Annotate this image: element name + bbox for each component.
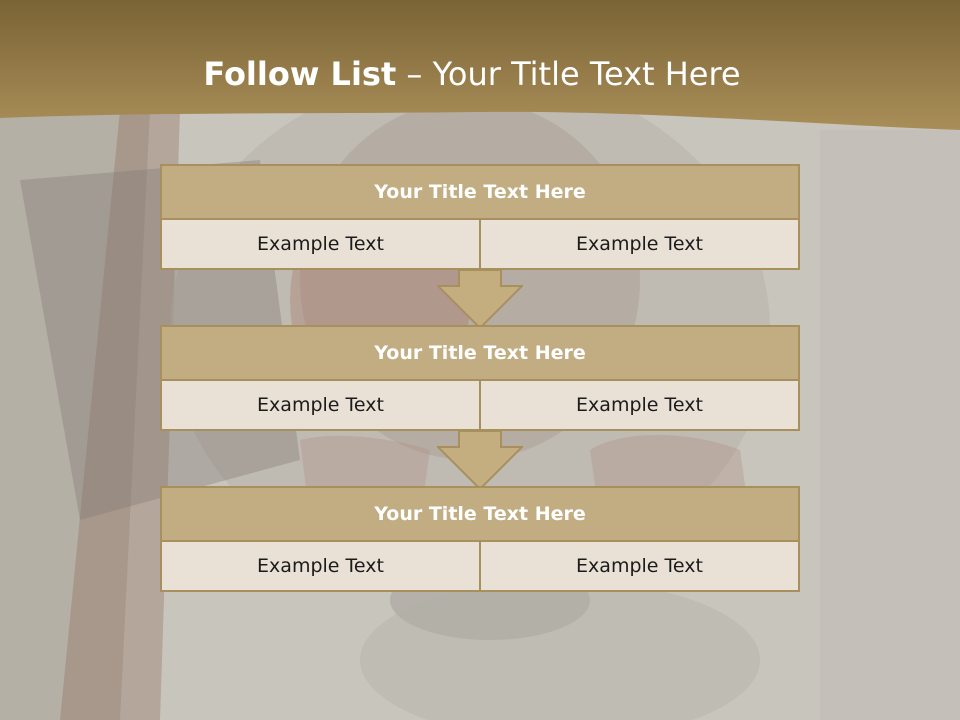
list-block-3: Your Title Text Here Example Text Exampl… [160,486,800,592]
block-row: Example Text Example Text [160,381,800,431]
block-cell-left: Example Text [160,542,481,592]
down-arrow-icon [437,270,523,330]
list-block-1: Your Title Text Here Example Text Exampl… [160,164,800,270]
slide-title: Follow List – Your Title Text Here [0,55,944,93]
block-title: Your Title Text Here [160,164,800,220]
block-row: Example Text Example Text [160,542,800,592]
slide-title-rest: – Your Title Text Here [396,55,741,93]
block-cell-left: Example Text [160,220,481,270]
block-title: Your Title Text Here [160,486,800,542]
block-cell-right: Example Text [481,220,800,270]
header-band [0,0,960,130]
block-title: Your Title Text Here [160,325,800,381]
down-arrow-icon [437,431,523,491]
block-row: Example Text Example Text [160,220,800,270]
block-cell-left: Example Text [160,381,481,431]
list-block-2: Your Title Text Here Example Text Exampl… [160,325,800,431]
block-cell-right: Example Text [481,381,800,431]
slide-title-bold: Follow List [203,55,397,93]
block-cell-right: Example Text [481,542,800,592]
